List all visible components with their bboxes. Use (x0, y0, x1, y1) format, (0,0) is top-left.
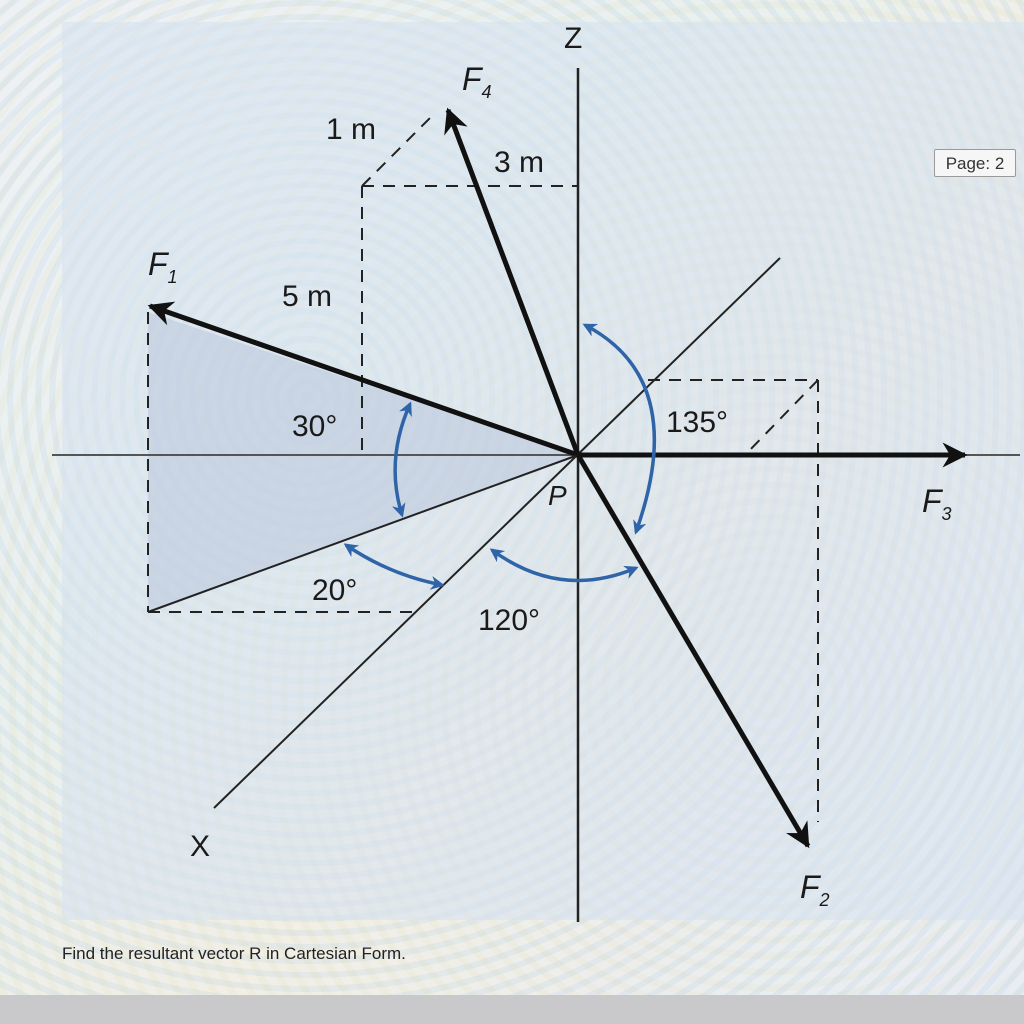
z-axis-label: Z (564, 22, 582, 55)
dim-5m-label: 5 m (282, 280, 332, 313)
page-indicator: Page: 2 (934, 149, 1016, 177)
dashed-guides (147, 117, 819, 822)
angle-20-label: 20° (312, 574, 357, 607)
f1-shaded-region (148, 312, 578, 612)
angle-30-label: 30° (292, 410, 337, 443)
f4-label: F4 (462, 61, 492, 102)
f1-label: F1 (148, 246, 178, 287)
question-text: Find the resultant vector R in Cartesian… (62, 944, 406, 963)
arc-20 (343, 543, 445, 590)
dim-3m-label: 3 m (494, 146, 544, 179)
point-p-label: P (548, 480, 567, 511)
arc-135 (582, 323, 657, 535)
angle-135-label: 135° (666, 406, 728, 439)
f2-label: F2 (800, 869, 830, 910)
f1-lower-edge (147, 454, 579, 613)
f4-vector (444, 107, 581, 456)
dim-1m-label: 1 m (326, 113, 376, 146)
x-axis-label: X (190, 830, 210, 863)
angle-120-label: 120° (478, 604, 540, 637)
angle-arcs (343, 323, 657, 590)
arc-120 (489, 548, 639, 583)
f2-vector (575, 453, 811, 849)
f3-label: F3 (922, 483, 952, 524)
screen-bezel (0, 995, 1024, 1024)
arc-30 (392, 401, 412, 518)
f1-vector (147, 301, 579, 458)
x-axis (213, 257, 781, 809)
